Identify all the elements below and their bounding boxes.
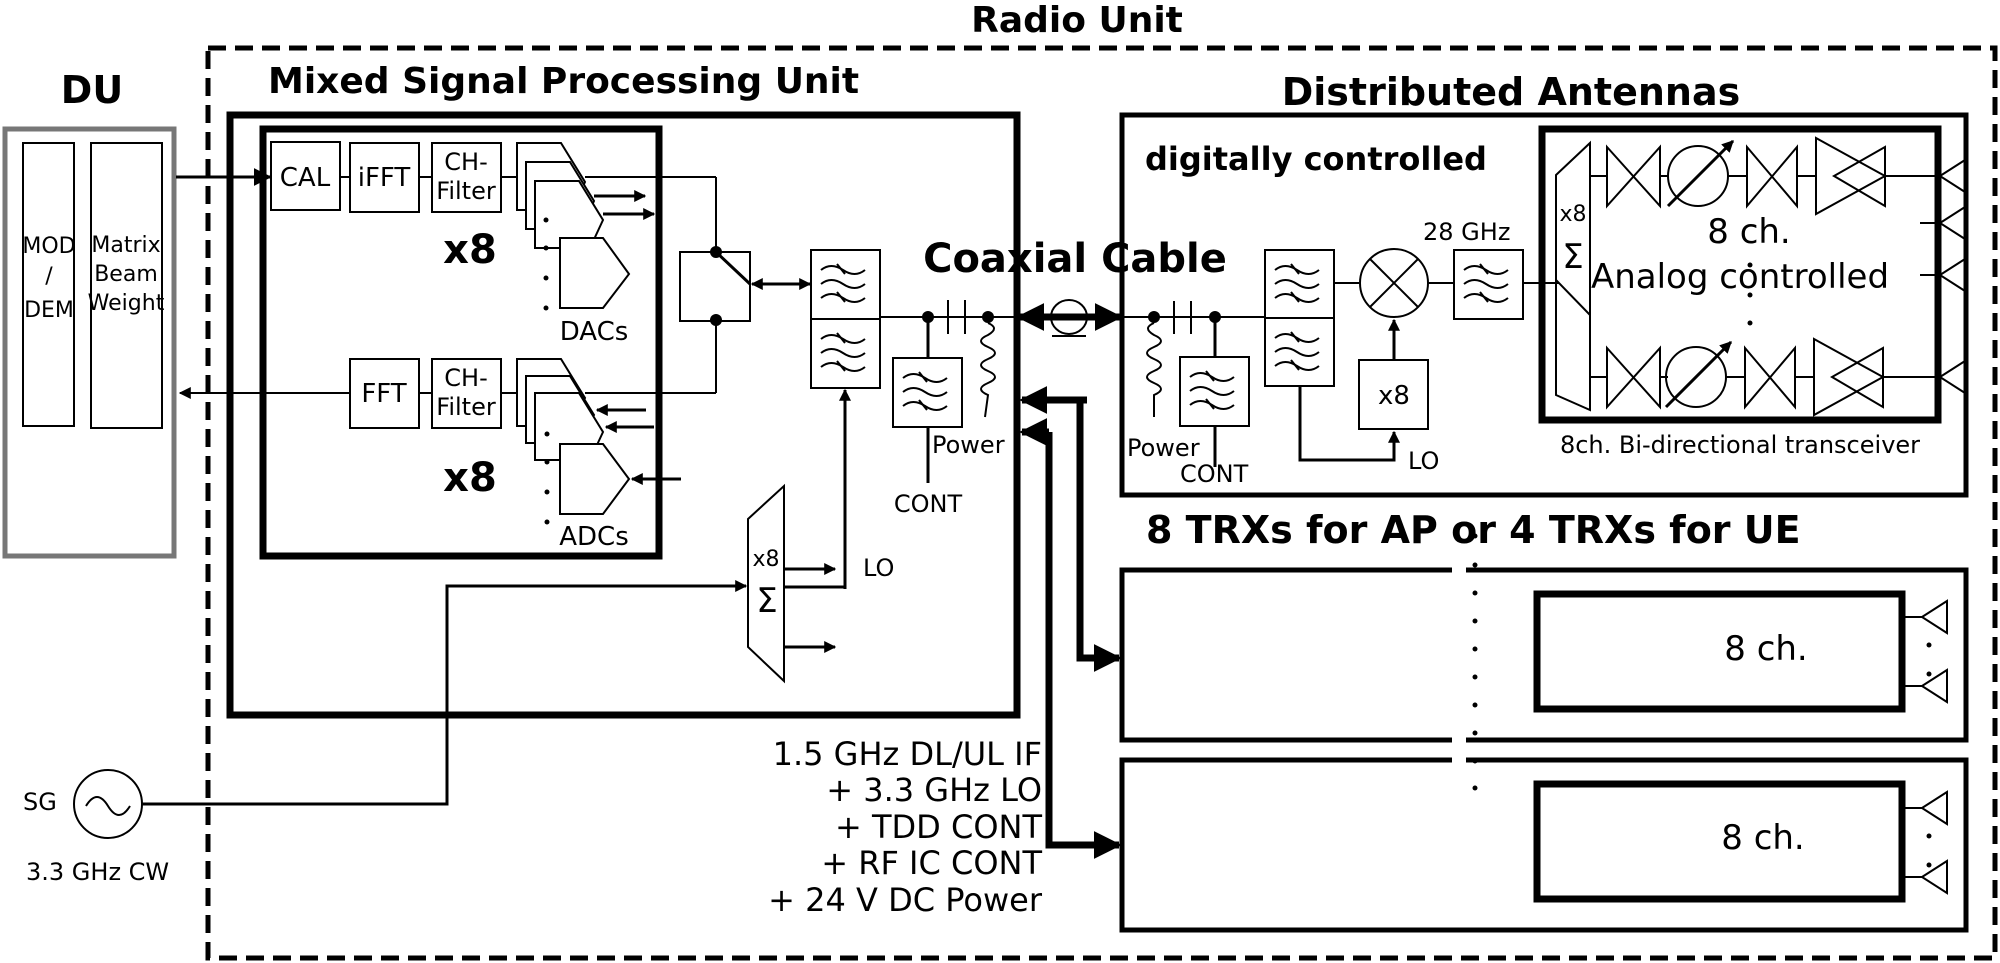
combiner-mult: x8 [752, 547, 779, 572]
signal-line: + RF IC CONT [821, 844, 1042, 882]
du-block-mod-dem [22, 142, 75, 427]
mod-dem-label: MOD/DEM [22, 234, 75, 323]
mspu-cont-label: CONT [894, 490, 963, 518]
freq-label: 28 GHz [1423, 218, 1510, 246]
tx-ch-filter-block [431, 142, 502, 213]
antenna-cont-label: CONT [1180, 460, 1249, 488]
coax-signal-list: 1.5 GHz DL/UL IF + 3.3 GHz LO + TDD CONT… [768, 735, 1043, 919]
antenna-icon [1901, 860, 1948, 894]
trx-unit-3-label: 8 ch. [1721, 818, 1805, 858]
antennas-subtitle: digitally controlled [1145, 140, 1487, 178]
du-label: DU [61, 68, 123, 112]
adcs-label: ADCs [559, 522, 629, 552]
radio-unit-boundary [205, 45, 1998, 961]
antenna-lo-label: LO [1408, 447, 1439, 475]
du-box [2, 126, 177, 559]
antenna-icon [1919, 258, 1966, 292]
trx-symbol: Σ [1562, 237, 1583, 277]
trx-unit-3 [1119, 757, 1969, 933]
sg-freq: 3.3 GHz CW [26, 858, 169, 886]
ifft-label: iFFT [358, 163, 411, 193]
trx-desc: Analog controlled [1591, 257, 1889, 297]
coax-icon [1050, 299, 1088, 335]
mspu-lo-label: LO [863, 554, 894, 582]
trx-mult: x8 [1559, 202, 1586, 227]
tr-switch [679, 251, 751, 322]
trx-group-title: 8 TRXs for AP or 4 TRXs for UE [1146, 508, 1801, 552]
cal-block [270, 141, 341, 211]
dacs-label: DACs [560, 317, 629, 347]
cal-label: CAL [280, 163, 331, 193]
tx-ch-filter-label: CH-Filter [436, 148, 496, 205]
diplexer-top [810, 249, 881, 320]
antenna-icon [1919, 360, 1966, 394]
signal-line: + 24 V DC Power [768, 881, 1043, 919]
lo-combiner [747, 483, 785, 684]
digital-block [259, 125, 663, 560]
rx-ch-filter-label: CH-Filter [436, 364, 496, 421]
freq-multiplier-label: x8 [1378, 381, 1410, 411]
coax-label: Coaxial Cable [923, 236, 1227, 282]
trx-channel-top [1590, 136, 1920, 216]
inductor-icon [1146, 322, 1162, 417]
dac-stack [516, 142, 631, 311]
trx-caption: 8ch. Bi-directional transceiver [1560, 431, 1920, 459]
freq-multiplier-block [1358, 359, 1429, 430]
trx-channel-bottom [1590, 337, 1920, 417]
mspu-power-label: Power [932, 431, 1005, 459]
antenna-icon [1901, 669, 1948, 703]
radio-unit-title: Radio Unit [971, 0, 1183, 41]
antenna-array-top [1919, 159, 1966, 394]
signal-line: + TDD CONT [835, 808, 1042, 846]
antenna-icon [1901, 600, 1948, 634]
antenna-icon [1901, 791, 1948, 825]
trx-unit-2 [1119, 567, 1969, 743]
tx-multiplier: x8 [443, 227, 497, 273]
trx-combiner [1555, 140, 1591, 318]
trx-ellipsis [1472, 533, 1478, 791]
trx-ch-label: 8 ch. [1707, 212, 1791, 252]
inductor-icon [980, 322, 996, 418]
trx-unit-2-inner [1533, 590, 1906, 713]
antenna-power-label: Power [1127, 434, 1200, 462]
antennas-title: Distributed Antennas [1282, 70, 1741, 114]
fft-label: FFT [361, 379, 406, 409]
rf-filter-28ghz [1453, 249, 1524, 320]
signal-line: 1.5 GHz DL/UL IF [773, 735, 1042, 773]
sg-source-icon [73, 769, 143, 839]
mspu-box [226, 111, 1021, 719]
combiner-symbol: Σ [756, 581, 777, 621]
trx-unit-3-inner [1533, 780, 1906, 903]
rx-multiplier: x8 [443, 455, 497, 501]
mspu-title: Mixed Signal Processing Unit [268, 61, 859, 102]
signal-line: + 3.3 GHz LO [826, 771, 1042, 809]
sg-label: SG [23, 788, 57, 816]
trx-unit-2-label: 8 ch. [1724, 629, 1808, 669]
antenna-icon [1919, 159, 1966, 193]
adc-stack [516, 358, 631, 525]
antenna-unit-box [1119, 112, 1969, 498]
antenna-icon [1919, 206, 1966, 240]
du-block-beam-weight [90, 142, 163, 429]
fft-block [349, 358, 420, 429]
